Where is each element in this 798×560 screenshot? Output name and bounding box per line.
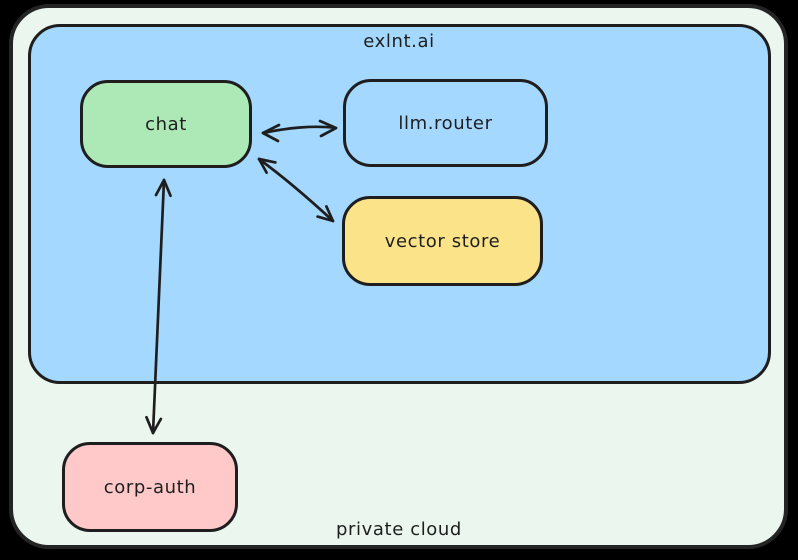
node-llm-router: llm.router: [343, 79, 548, 167]
node-corp-auth: corp-auth: [62, 442, 238, 532]
node-vector-store: vector store: [342, 196, 543, 286]
node-chat: chat: [80, 80, 252, 168]
private-cloud-label: private cloud: [336, 519, 462, 540]
exlnt-ai-label: exlnt.ai: [363, 31, 435, 52]
node-llm-router-label: llm.router: [398, 112, 493, 134]
node-vector-store-label: vector store: [384, 230, 501, 252]
node-corp-auth-label: corp-auth: [103, 476, 197, 498]
node-chat-label: chat: [145, 113, 187, 135]
